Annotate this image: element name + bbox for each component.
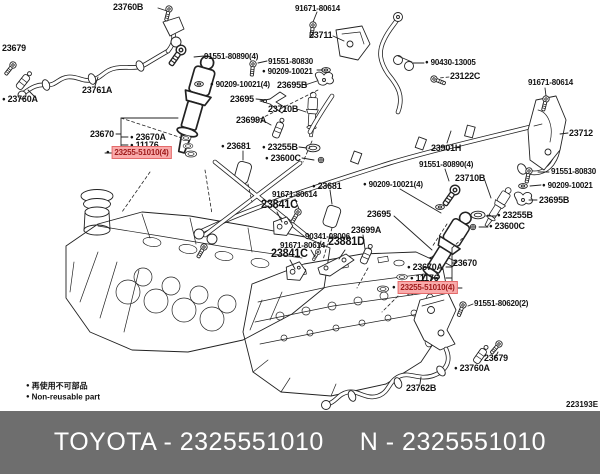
bullet-icon: ●	[262, 67, 266, 75]
part-label[interactable]: 91551-80890(4)	[204, 51, 259, 61]
part-label[interactable]: ●90209-10021(4)	[210, 79, 270, 89]
bullet-icon: ●	[407, 263, 411, 271]
bullet-icon: ●	[363, 180, 367, 188]
bullet-icon: ●	[262, 143, 266, 151]
diagram-line-art	[2, 4, 569, 410]
part-label[interactable]: 23699A	[236, 115, 267, 126]
part-label[interactable]: 23710B	[268, 104, 299, 115]
part-label[interactable]: 23761A	[82, 85, 113, 96]
part-label[interactable]: 23841C	[261, 199, 298, 211]
bullet-icon: ●	[410, 274, 414, 282]
bracket-23712	[527, 94, 567, 171]
bullet-icon: ●	[26, 383, 30, 389]
bullet-icon: ●	[130, 133, 134, 141]
footer-part-toyota: TOYOTA - 2325551010	[53, 428, 324, 456]
bullet-icon: ●	[312, 182, 316, 190]
part-labels: 23760B 91671-80614 23711 23679 91551-80890(4…	[2, 2, 597, 394]
footer-bar: TOYOTA - 2325551010 N - 2325551010	[0, 411, 600, 474]
part-label[interactable]: 91551-80830	[268, 56, 314, 66]
part-label[interactable]: 23679	[2, 43, 26, 54]
part-label[interactable]: 23695B	[539, 195, 570, 206]
part-label[interactable]: 91671-80614	[280, 240, 326, 250]
part-label[interactable]: ●23670A	[130, 132, 166, 143]
bullet-icon: ●	[392, 283, 396, 291]
part-label[interactable]: ●11176	[410, 273, 439, 284]
part-label[interactable]: 23760B	[113, 2, 144, 13]
bullet-icon: ●	[542, 181, 546, 189]
part-label[interactable]: 90341-08006	[305, 231, 351, 241]
part-label[interactable]: 23695	[230, 94, 254, 105]
bullet-icon: ●	[425, 58, 429, 66]
part-label[interactable]: ●23681	[312, 181, 342, 192]
bullet-icon: ●	[2, 95, 6, 103]
part-label[interactable]: ●23600C	[489, 221, 525, 232]
part-label[interactable]: ●23255B	[497, 210, 533, 221]
bullet-icon: ●	[26, 393, 30, 400]
part-label[interactable]: 23122C	[450, 71, 481, 82]
pipe-assembly-23901H	[193, 12, 561, 245]
fuel-pipe-23762B	[321, 292, 504, 410]
part-label-highlighted[interactable]: ●23255-51010(4)	[106, 146, 172, 159]
bracket-23711	[307, 20, 371, 61]
leader-lines	[27, 7, 569, 385]
part-label[interactable]: 23710B	[455, 173, 486, 184]
part-label[interactable]: 23841C	[271, 248, 308, 260]
sheet-code: 223193E	[566, 400, 599, 409]
part-label[interactable]: 23695B	[277, 80, 308, 91]
part-label[interactable]: 23901H	[431, 143, 462, 154]
part-label[interactable]: 91551-80620(2)	[474, 298, 529, 308]
legend-line-jp: ●再使用不可部品	[26, 381, 88, 391]
part-label[interactable]: 91671-80614	[272, 189, 318, 199]
part-label[interactable]: 23699A	[351, 225, 382, 236]
banjo-90430	[393, 55, 414, 71]
bullet-icon: ●	[497, 211, 501, 219]
bullet-icon: ●	[454, 364, 458, 372]
non-reusable-legend: ●再使用不可部品 ●Non-reusable part	[26, 381, 100, 402]
part-label[interactable]: ●11176	[130, 141, 159, 151]
bullet-icon: ●	[265, 154, 269, 162]
part-label[interactable]: 23679	[484, 353, 508, 364]
part-label[interactable]: 23881D	[328, 236, 365, 248]
part-label[interactable]: 91671-80614	[295, 3, 341, 13]
bullet-icon: ●	[221, 142, 225, 150]
part-label[interactable]: ●23255B	[262, 142, 298, 153]
part-label-highlighted[interactable]: ●23255-51010(4)	[392, 281, 458, 294]
part-label[interactable]: 23762B	[406, 383, 437, 394]
part-label[interactable]: ●23670A	[407, 262, 443, 273]
part-label[interactable]: 23670	[453, 258, 477, 269]
footer-part-n: N - 2325551010	[359, 428, 547, 456]
part-label[interactable]: 23670	[90, 129, 114, 140]
part-label[interactable]: ●23760A	[454, 363, 490, 374]
bullet-icon: ●	[210, 80, 214, 88]
part-label[interactable]: 23712	[569, 128, 593, 139]
part-label[interactable]: ●90209-10021	[262, 66, 313, 76]
part-label[interactable]: 23695	[367, 209, 391, 220]
bullet-icon: ●	[106, 148, 110, 156]
part-label[interactable]: 91551-80830	[551, 166, 597, 176]
legend-line-en: ●Non-reusable part	[26, 392, 101, 401]
bullet-icon: ●	[130, 141, 134, 149]
part-label[interactable]: ●90430-13005	[425, 57, 476, 67]
fuel-pipe-23761A	[2, 4, 185, 100]
part-label[interactable]: 91671-80614	[528, 77, 574, 87]
part-label[interactable]: ●23681	[221, 141, 251, 152]
part-label[interactable]: ●23600C	[265, 153, 301, 164]
part-label[interactable]: ●23760A	[2, 94, 38, 105]
part-label[interactable]: 91551-80890(4)	[419, 159, 474, 169]
bullet-icon: ●	[489, 222, 493, 230]
part-label[interactable]: ●90209-10021	[542, 180, 593, 190]
part-label[interactable]: 23711	[309, 30, 333, 41]
bracket-23881D	[317, 253, 355, 277]
part-label[interactable]: ●90209-10021(4)	[363, 179, 423, 189]
